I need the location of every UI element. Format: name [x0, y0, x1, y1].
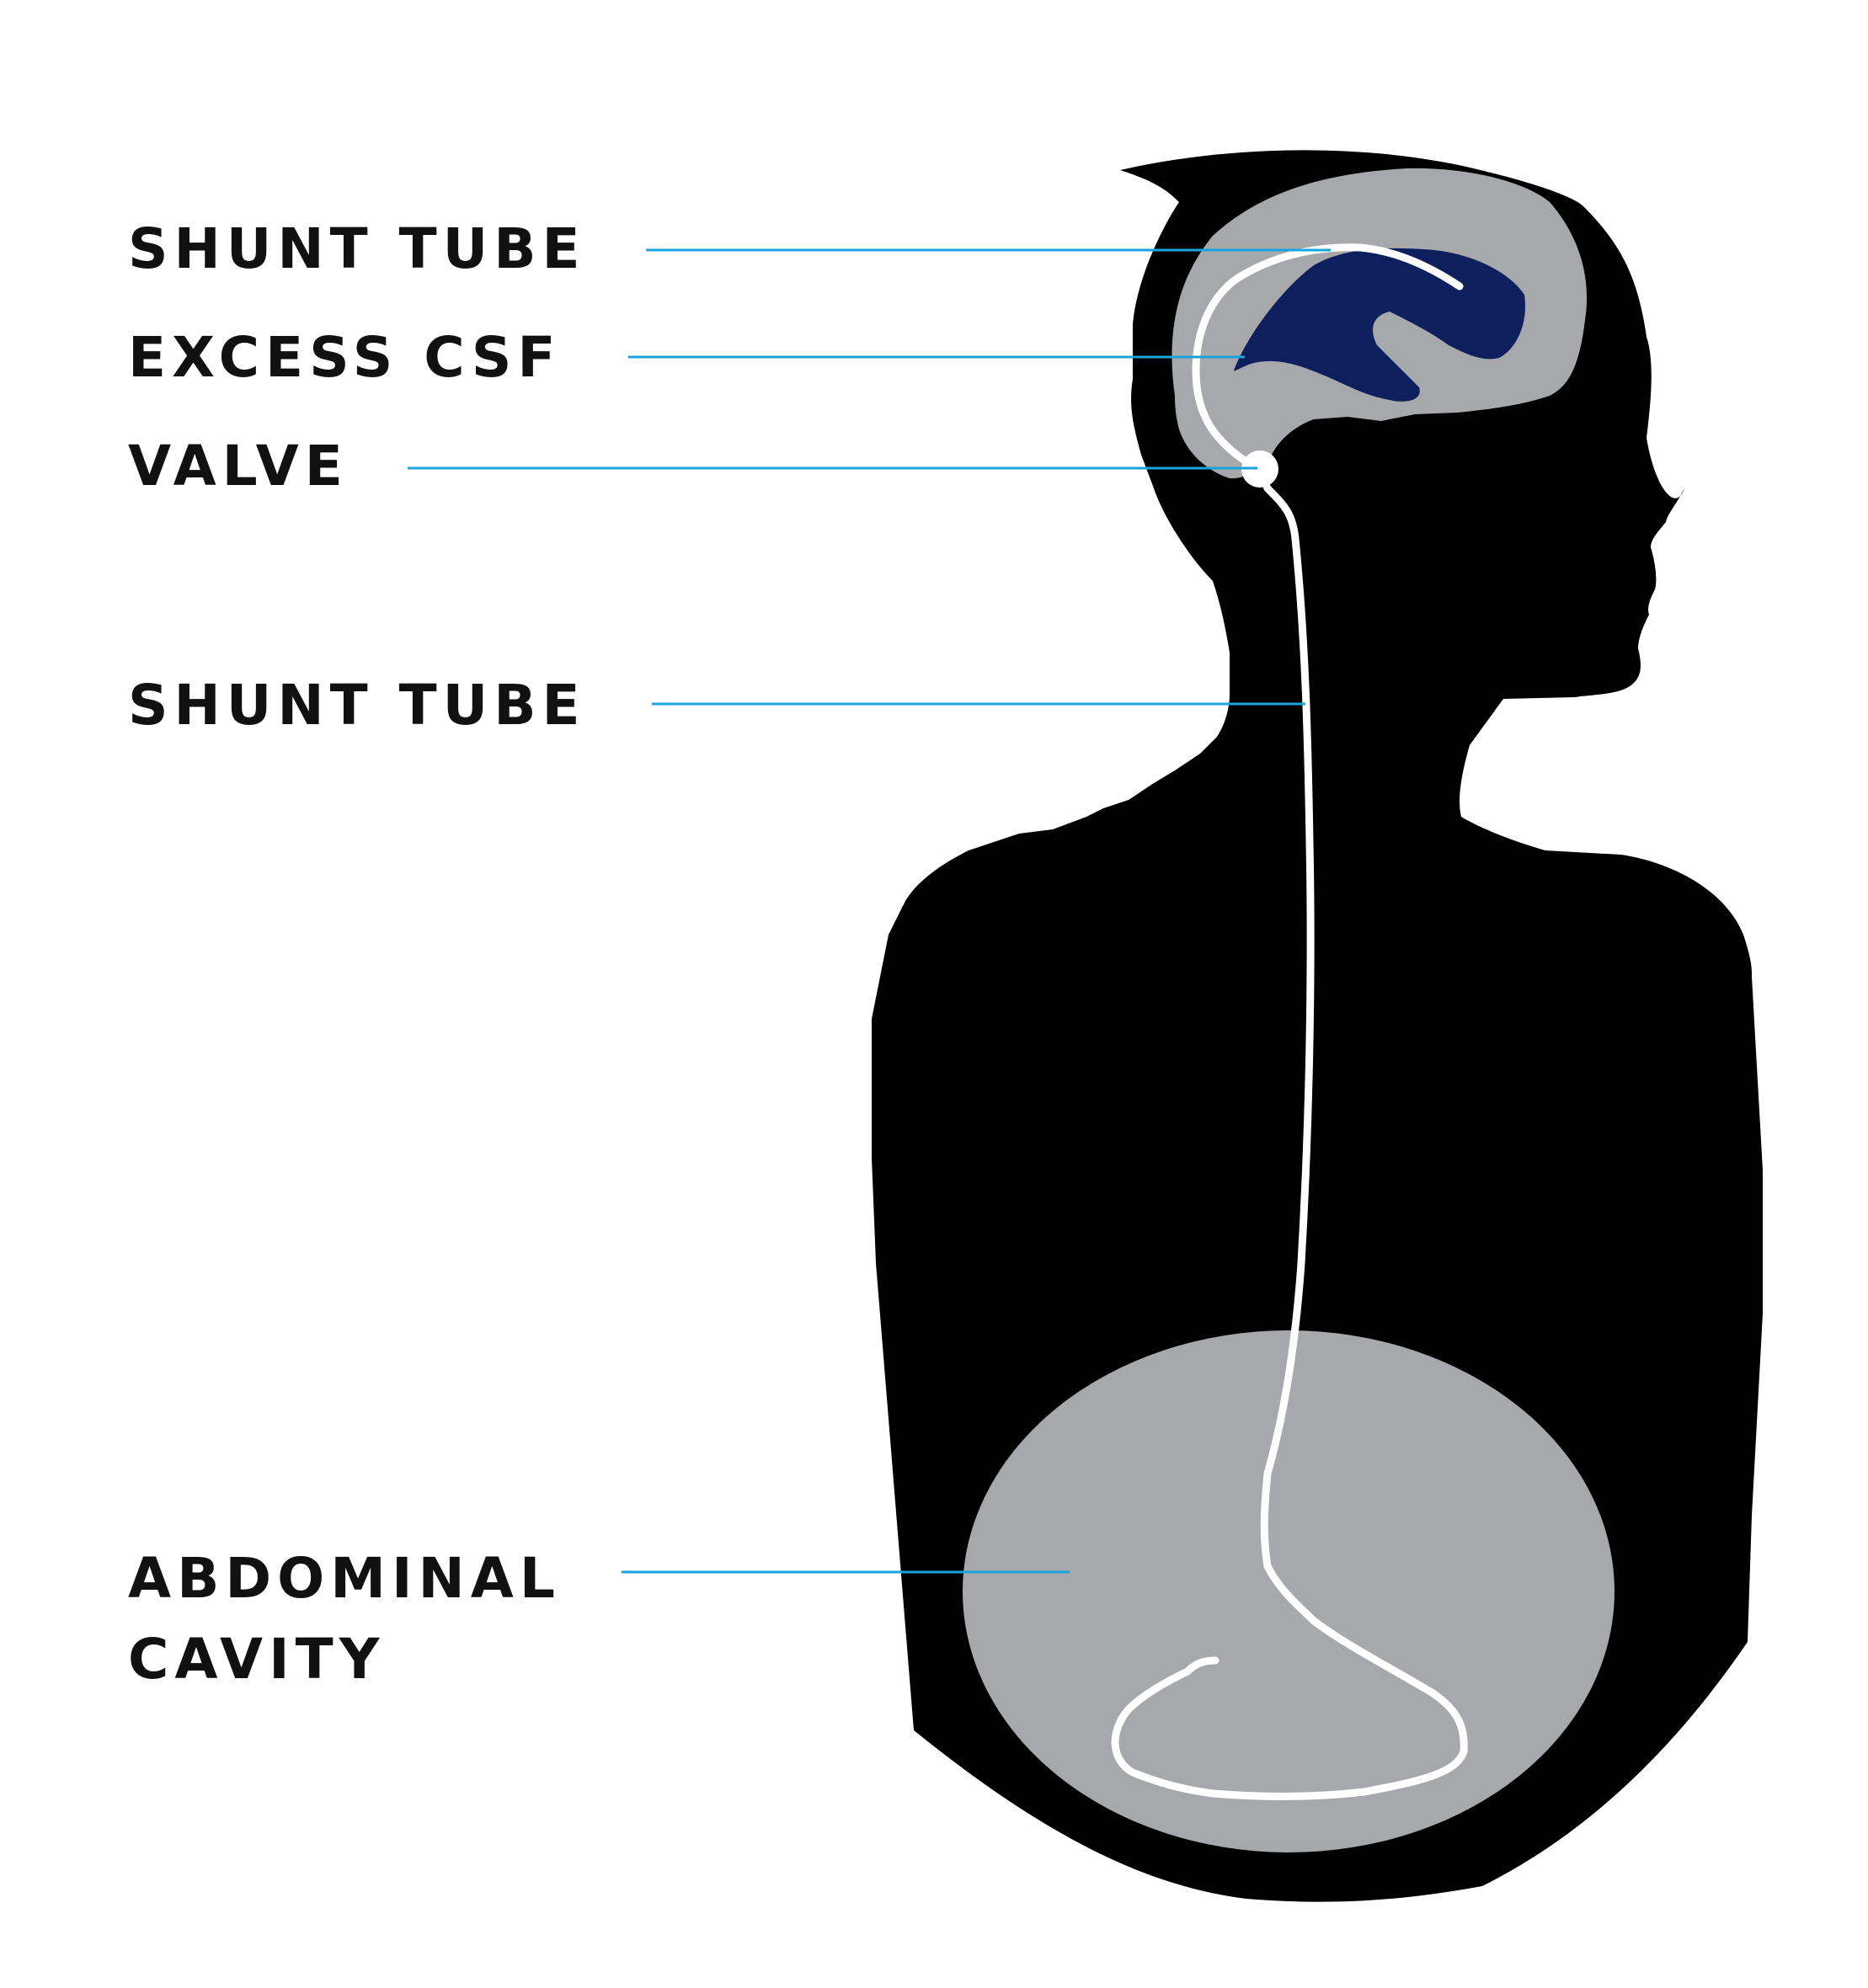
shunt-tube [1111, 243, 1468, 1801]
label-shunt-tube-head: SHUNT TUBE [128, 216, 586, 281]
label-abdominal-line1: ABDOMINAL [128, 1546, 561, 1611]
brain-area [1172, 168, 1588, 479]
ventricle [1234, 248, 1525, 402]
label-excess-csf: EXCESS CSF [128, 325, 562, 390]
label-abdominal-cavity: ABDOMINAL CAVITY [128, 1538, 561, 1700]
label-valve: VALVE [128, 434, 349, 498]
label-abdominal-line2: CAVITY [128, 1627, 386, 1692]
valve [1241, 450, 1278, 488]
label-shunt-tube-neck: SHUNT TUBE [128, 673, 586, 738]
